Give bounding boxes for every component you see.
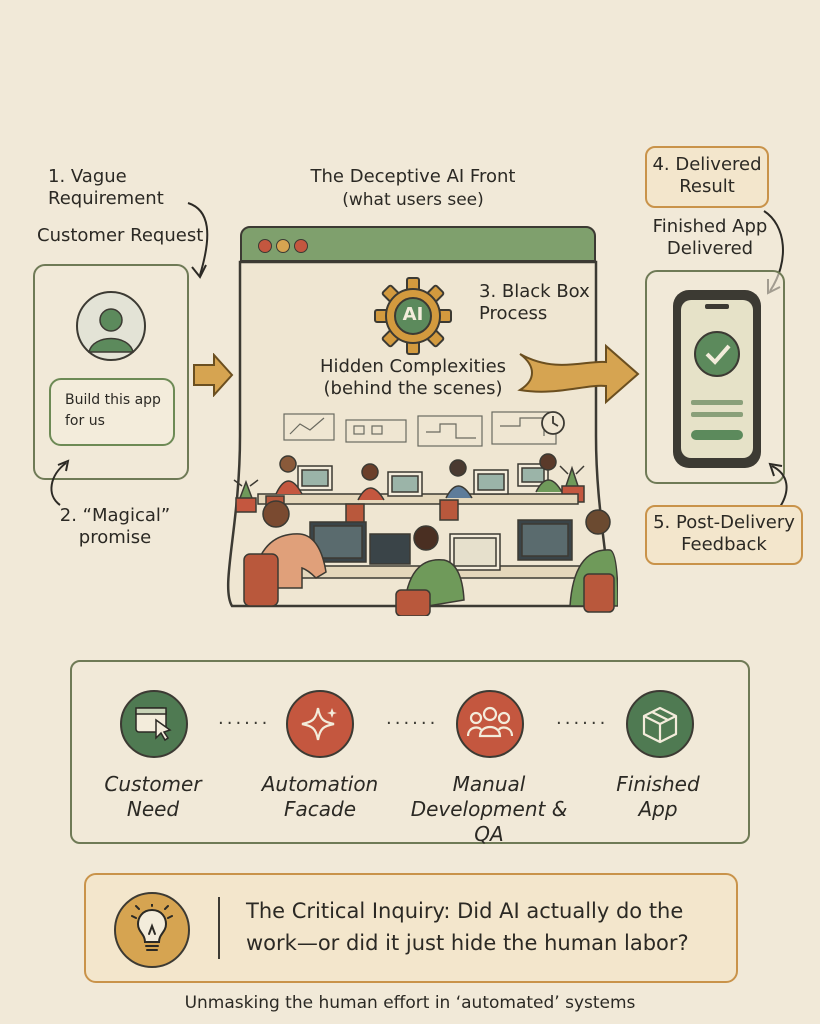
black-box-arrow — [517, 343, 640, 405]
lightbulb-icon — [131, 904, 173, 951]
step5-box: 5. Post-Delivery Feedback — [645, 505, 803, 565]
step1-label: 1. Vague Requirement — [48, 166, 164, 209]
maximize-dot-icon[interactable] — [294, 239, 308, 253]
finished-delivered-label: Finished App Delivered — [652, 216, 768, 259]
step4-box: 4. Delivered Result — [645, 146, 769, 208]
browser-cursor-icon — [135, 707, 172, 742]
front-subtitle: (what users see) — [342, 190, 484, 210]
step5-label: 5. Post-Delivery Feedback — [653, 512, 795, 555]
inquiry-text: The Critical Inquiry: Did AI actually do… — [246, 899, 689, 955]
customer-panel: Build this app for us — [33, 264, 189, 480]
sparkle-icon — [301, 707, 337, 741]
user-avatar-icon — [76, 291, 146, 361]
customer-request-label: Customer Request — [37, 225, 204, 246]
inquiry-panel: The Critical Inquiry: Did AI actually do… — [84, 873, 738, 983]
flow-dots-3: ...... — [556, 708, 609, 729]
minimize-dot-icon[interactable] — [276, 239, 290, 253]
step3-label: 3. Black Box Process — [479, 281, 590, 324]
flow-dots-1: ...... — [218, 708, 271, 729]
request-bubble: Build this app for us — [49, 378, 175, 446]
footer-caption: Unmasking the human effort in ‘automated… — [184, 993, 636, 1013]
package-icon — [642, 706, 678, 744]
inquiry-divider — [218, 897, 220, 959]
office-workers-scene — [233, 453, 618, 616]
result-panel — [645, 270, 785, 484]
step2-label: 2. “Magical” promise — [59, 505, 171, 548]
close-dot-icon[interactable] — [258, 239, 272, 253]
flow-item-4-label: Finished App — [616, 772, 700, 821]
window-titlebar — [240, 226, 596, 262]
step4-label: 4. Delivered Result — [652, 154, 762, 197]
ai-gear-icon — [374, 277, 452, 355]
flow-item-2-label: Automation Facade — [261, 772, 379, 821]
phone-icon — [673, 290, 761, 468]
clock-icon — [541, 411, 565, 435]
flow-dots-2: ...... — [386, 708, 439, 729]
flow-item-3-circle — [456, 690, 524, 758]
arrow-to-customer — [187, 202, 209, 279]
ai-front-window: AI Hidden Complexities (behind the scene… — [226, 226, 618, 620]
flow-item-4-circle — [626, 690, 694, 758]
front-title: The Deceptive AI Front — [310, 166, 516, 187]
arrow-right-1 — [193, 353, 234, 397]
flow-item-1-label: Customer Need — [104, 772, 202, 821]
people-icon — [467, 706, 513, 738]
inquiry-icon-circle — [114, 892, 190, 968]
flow-panel: ...... ...... ...... Customer Need Aut — [70, 660, 750, 846]
flow-item-1-circle — [120, 690, 188, 758]
arrow-to-promise — [50, 459, 70, 506]
request-bubble-text: Build this app for us — [65, 392, 161, 429]
flow-item-2-circle — [286, 690, 354, 758]
flow-item-3-label: Manual Development & QA — [410, 772, 568, 846]
hidden-label: Hidden Complexities (behind the scenes) — [319, 356, 507, 399]
ai-gear-text: AI — [402, 304, 424, 325]
